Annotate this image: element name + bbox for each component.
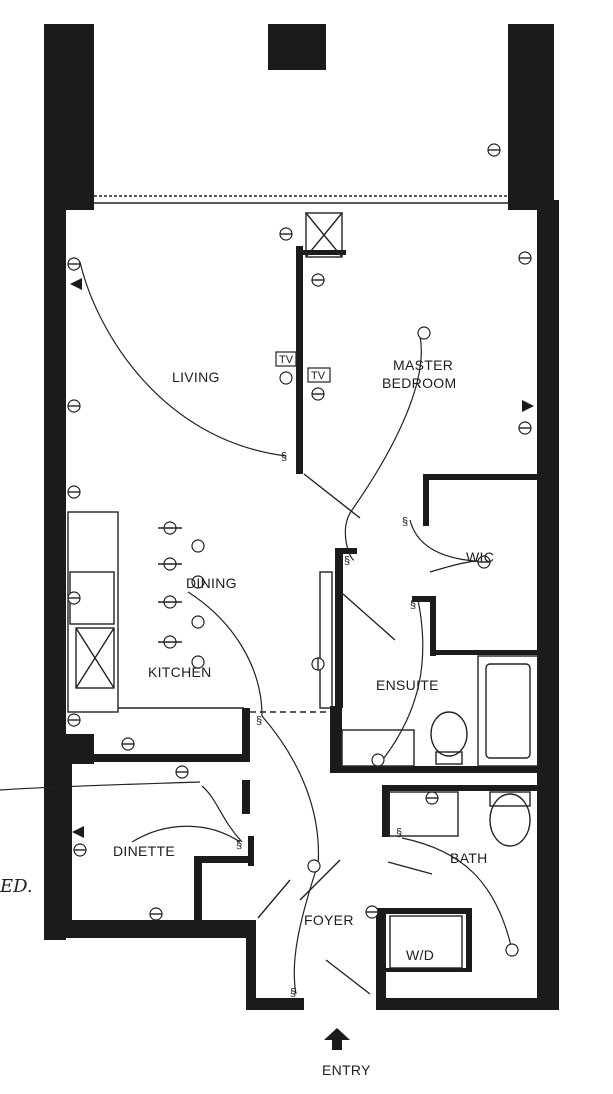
ceiling-light-icon bbox=[425, 791, 439, 805]
entry-label: ENTRY bbox=[322, 1062, 371, 1078]
ceiling-light-icon bbox=[518, 251, 532, 265]
ceiling-light-icon bbox=[505, 943, 519, 957]
room-label-master-bedroom-2: BEDROOM bbox=[382, 375, 456, 391]
ceiling-lights bbox=[67, 143, 532, 957]
ceiling-light-icon bbox=[518, 421, 532, 435]
room-label-ensuite: ENSUITE bbox=[376, 677, 439, 693]
ceiling-light-icon bbox=[67, 591, 81, 605]
tv-outlet-icon: TV bbox=[307, 367, 331, 383]
room-label-wic: WIC bbox=[466, 549, 494, 565]
wiring bbox=[79, 261, 513, 995]
light-switch-icon: § bbox=[344, 555, 350, 567]
pendant-lights bbox=[158, 521, 205, 669]
ceiling-light-icon bbox=[365, 905, 379, 919]
margin-note: ED. bbox=[0, 876, 33, 897]
speaker-icon bbox=[70, 278, 82, 290]
ceiling-light-icon bbox=[311, 657, 325, 671]
ceiling-light-icon bbox=[67, 485, 81, 499]
arrow-up-icon bbox=[324, 1028, 350, 1050]
fixtures bbox=[0, 212, 539, 995]
light-switch-icon: § bbox=[236, 839, 242, 851]
balcony bbox=[44, 24, 554, 210]
light-switch-icon: § bbox=[256, 715, 262, 727]
svg-text:TV: TV bbox=[279, 354, 294, 366]
room-label-wd: W/D bbox=[406, 947, 434, 963]
room-label-dining: DINING bbox=[186, 575, 237, 591]
light-switch-icon: § bbox=[281, 451, 287, 463]
ceiling-light-icon bbox=[307, 859, 321, 873]
ceiling-light-icon bbox=[487, 143, 501, 157]
ceiling-light-icon bbox=[149, 907, 163, 921]
light-switch-icon: § bbox=[396, 827, 402, 839]
ceiling-light-icon bbox=[67, 399, 81, 413]
room-label-kitchen: KITCHEN bbox=[148, 664, 212, 680]
svg-text:TV: TV bbox=[311, 370, 326, 382]
speaker-icon bbox=[522, 400, 534, 412]
room-label-master-bedroom: MASTER bbox=[393, 357, 453, 373]
interior-walls bbox=[66, 246, 541, 972]
tv-outlet-icon: TV bbox=[275, 351, 297, 385]
ceiling-light-icon bbox=[67, 257, 81, 271]
ceiling-light-icon bbox=[311, 273, 325, 287]
speaker-icon bbox=[72, 826, 84, 838]
speakers bbox=[70, 278, 534, 838]
tv-outlets: TV TV bbox=[275, 351, 331, 385]
ceiling-light-icon bbox=[371, 753, 385, 767]
ceiling-light-icon bbox=[121, 737, 135, 751]
room-label-foyer: FOYER bbox=[304, 912, 354, 928]
room-label-living: LIVING bbox=[172, 369, 220, 385]
ceiling-light-icon bbox=[417, 326, 431, 340]
room-label-bath: BATH bbox=[450, 850, 488, 866]
ceiling-light-icon bbox=[279, 227, 293, 241]
light-switch-icon: § bbox=[290, 987, 296, 999]
ceiling-light-icon bbox=[67, 713, 81, 727]
room-label-dinette: DINETTE bbox=[113, 843, 175, 859]
room-labels: LIVING MASTER BEDROOM WIC DINING KITCHEN… bbox=[0, 357, 494, 1078]
exterior-walls bbox=[44, 200, 559, 1010]
light-switch-icon: § bbox=[402, 516, 408, 528]
ceiling-light-icon bbox=[477, 555, 491, 569]
ceiling-light-icon bbox=[175, 765, 189, 779]
ceiling-light-icon bbox=[73, 843, 87, 857]
light-switch-icon: § bbox=[410, 599, 416, 611]
ceiling-light-icon bbox=[311, 387, 325, 401]
switches: § § § § § § § § bbox=[236, 451, 416, 999]
